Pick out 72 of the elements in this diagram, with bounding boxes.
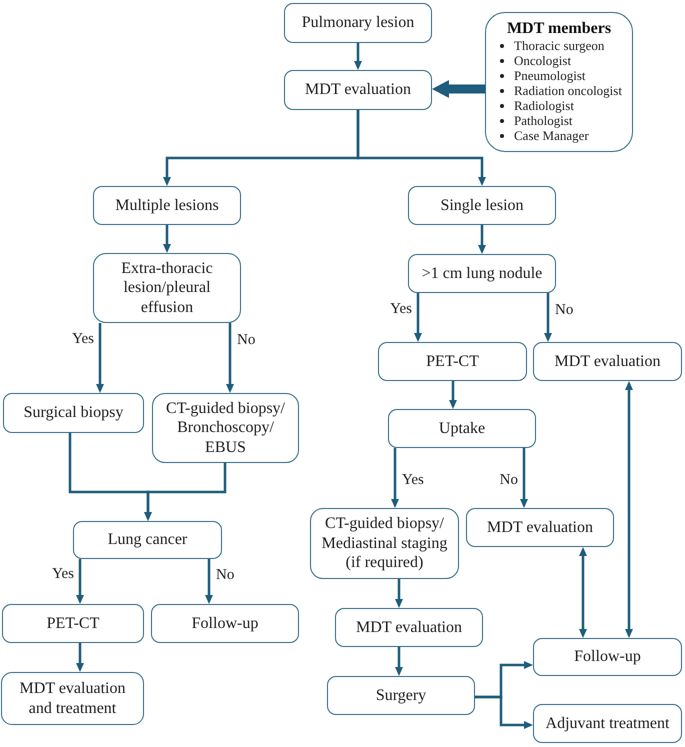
arrow — [76, 643, 84, 672]
arrow — [478, 225, 486, 254]
box-label: CT-guided biopsy/ Bronchoscopy/ EBUS — [165, 398, 286, 458]
arrow — [76, 559, 84, 604]
arrow — [96, 323, 104, 393]
process-box — [533, 704, 682, 743]
process-box — [3, 393, 144, 433]
process-box — [378, 342, 527, 381]
list-item: Radiation oncologist — [514, 83, 622, 98]
box-label: Extra-thoracic lesion/pleural effusion — [120, 258, 214, 318]
box-label: Uptake — [438, 418, 486, 438]
box-label: CT-guided biopsy/ Mediastinal staging (if required) — [320, 514, 448, 573]
process-box — [408, 186, 556, 225]
process-box — [533, 638, 682, 676]
process-box — [93, 186, 241, 225]
arrow — [475, 696, 533, 729]
arrow — [395, 579, 403, 608]
box-label: PET-CT — [46, 614, 100, 634]
process-box — [408, 254, 556, 293]
box-label: Surgery — [376, 686, 426, 706]
process-box — [2, 604, 144, 643]
process-box — [327, 676, 475, 715]
box-label: Lung cancer — [108, 530, 188, 550]
box-label: MDT evaluation and treatment — [18, 679, 126, 718]
arrow — [356, 110, 486, 186]
box-label: MDT evaluation — [356, 618, 462, 638]
arrow — [354, 43, 362, 70]
arrow — [144, 463, 226, 521]
list-item: Oncologist — [514, 53, 572, 68]
process-box — [151, 604, 299, 643]
arrow — [544, 293, 552, 342]
list-item: Pneumologist — [514, 68, 586, 83]
list-item: Thoracic surgeon — [514, 38, 604, 53]
box-label: Pulmonary lesion — [302, 13, 414, 33]
arrow — [520, 448, 528, 508]
box-label: MDT evaluation — [487, 518, 593, 538]
block-arrow — [432, 80, 485, 98]
process-box — [1, 672, 144, 725]
list-item: Pathologist — [514, 113, 573, 128]
arrow — [391, 448, 399, 508]
process-box — [93, 253, 241, 323]
process-box — [335, 608, 483, 647]
box-label: MDT evaluation — [554, 352, 660, 372]
panel-heading: MDT members — [506, 19, 612, 38]
process-box — [284, 70, 432, 110]
arrow — [395, 647, 403, 676]
process-box — [284, 3, 432, 43]
list-item: Case Manager — [514, 128, 589, 143]
arrow — [226, 323, 234, 393]
box-label: Single lesion — [440, 196, 524, 216]
process-box — [310, 508, 459, 579]
box-label: Multiple lesions — [115, 196, 219, 216]
process-box — [388, 409, 536, 448]
box-label: Adjuvant treatment — [546, 714, 670, 734]
process-box — [533, 342, 682, 381]
arrow — [449, 381, 457, 409]
box-label: Follow-up — [192, 614, 258, 634]
box-label: PET-CT — [426, 352, 479, 372]
arrow — [205, 559, 213, 604]
double-arrow — [579, 547, 587, 638]
box-label: MDT evaluation — [305, 80, 411, 100]
box-label: >1 cm lung nodule — [422, 264, 542, 284]
process-box — [152, 393, 299, 463]
arrow — [414, 293, 422, 342]
members-panel — [485, 12, 633, 152]
box-label: Follow-up — [574, 647, 641, 667]
list-item: Radiologist — [514, 98, 574, 113]
double-arrow — [625, 381, 633, 638]
process-box — [73, 521, 222, 559]
box-label: Surgical biopsy — [24, 403, 124, 423]
arrow — [163, 225, 171, 253]
process-box — [466, 508, 614, 547]
